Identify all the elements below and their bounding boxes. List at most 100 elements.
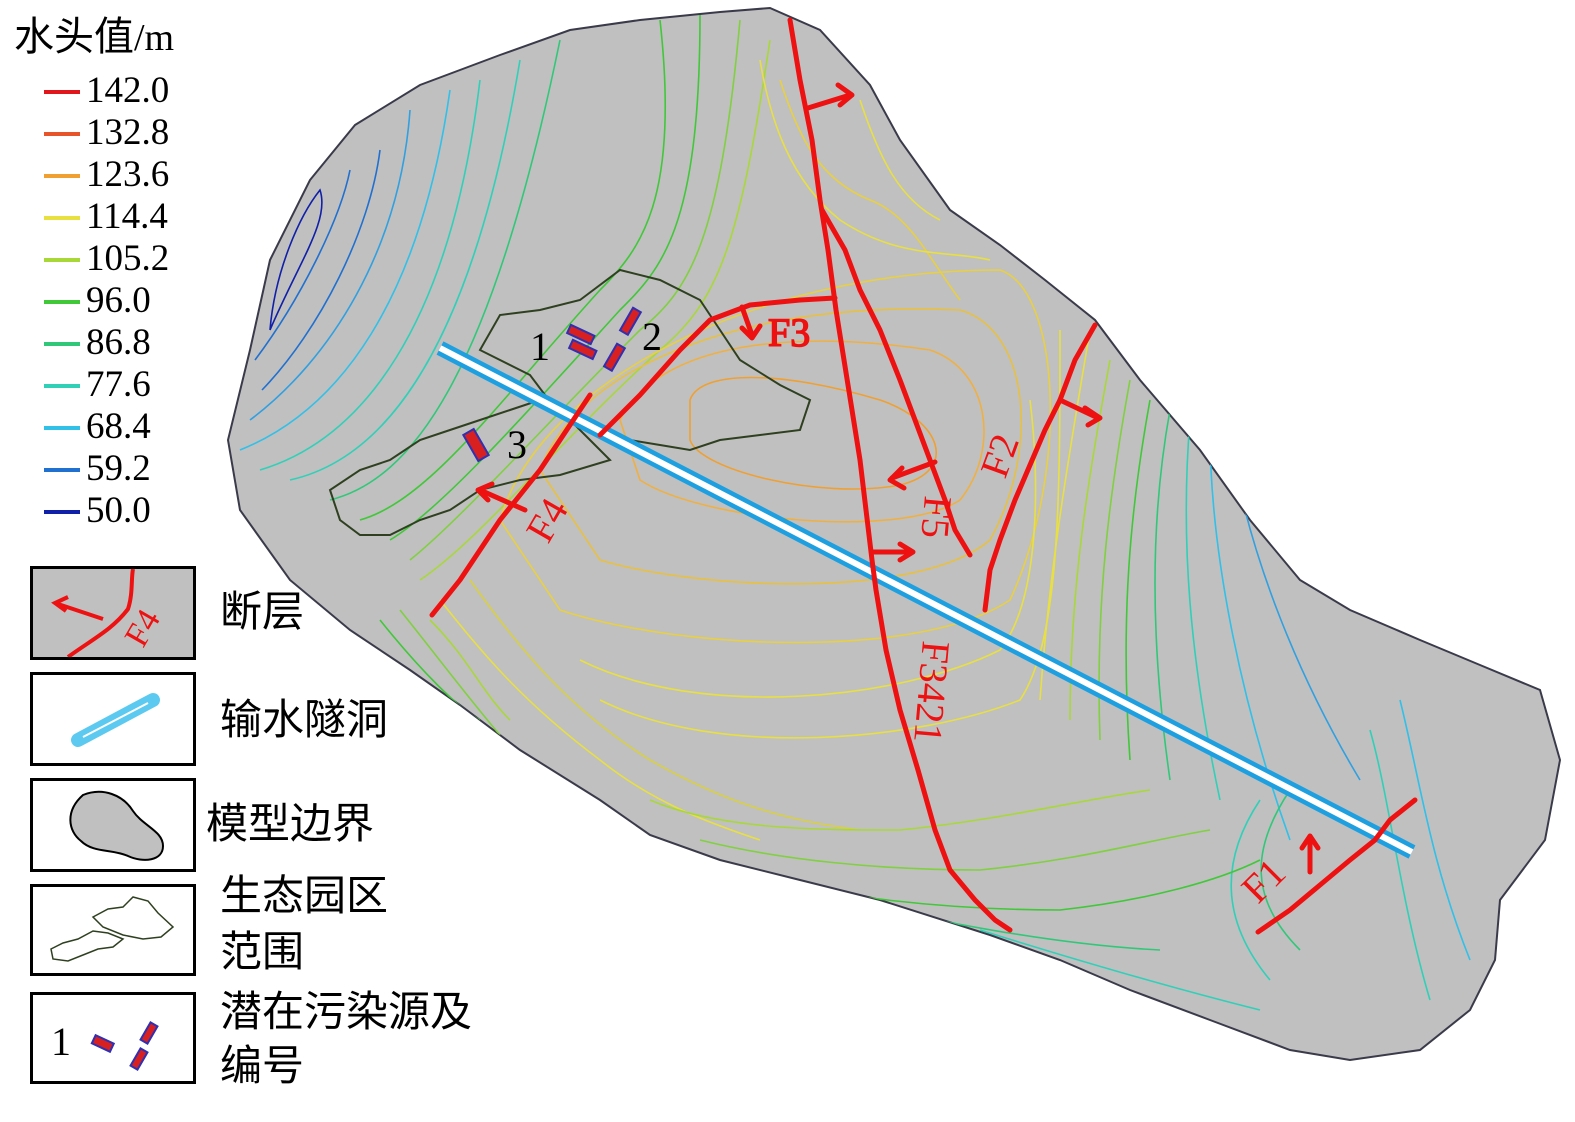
contour-line <box>979 929 1261 1011</box>
svg-text:1: 1 <box>51 1019 71 1064</box>
scale-value: 96.0 <box>86 280 151 321</box>
fault-f3 <box>597 295 838 438</box>
scale-value: 142.0 <box>86 70 170 111</box>
contour-line <box>1039 329 1091 701</box>
contour-line <box>409 19 741 561</box>
pollution-source-3 <box>461 427 491 463</box>
scale-entry: 96.0 <box>40 280 210 322</box>
contour-line <box>389 14 701 541</box>
contour-line <box>1069 359 1111 721</box>
contour-line <box>261 149 381 391</box>
contour-line <box>254 169 351 361</box>
tunnel-symbol-icon <box>71 693 160 747</box>
pollution-source-1 <box>565 323 596 346</box>
scale-entry: 142.0 <box>40 70 210 112</box>
scale-entry: 114.4 <box>40 196 210 238</box>
fault-label: F5 <box>912 494 961 540</box>
contour-line <box>399 609 501 736</box>
fault-f4 <box>429 392 593 618</box>
head-contours <box>239 14 1471 1011</box>
scale-swatch <box>44 468 80 472</box>
scale-value: 105.2 <box>86 238 170 279</box>
contour-line <box>599 329 1061 739</box>
contour-line <box>259 79 481 471</box>
svg-text:2: 2 <box>642 314 662 359</box>
contour-line <box>289 59 521 481</box>
scale-value: 77.6 <box>86 364 151 405</box>
scale-swatch <box>44 384 80 388</box>
contour-line <box>579 399 1037 698</box>
scale-value: 68.4 <box>86 406 151 447</box>
scale-swatch <box>44 132 80 136</box>
legend-park-label-line1: 生态园区 <box>220 871 389 920</box>
contour-line <box>329 39 561 501</box>
contour-line <box>1399 699 1471 961</box>
fault-label: F3421 <box>905 639 959 745</box>
legend-park-label-line2: 范围 <box>220 927 305 976</box>
pollution-source-2 <box>618 306 643 337</box>
scale-value: 123.6 <box>86 154 170 195</box>
pollution-sources <box>461 306 643 463</box>
scale-entry: 77.6 <box>40 364 210 406</box>
legend-fault-label: 断层 <box>220 587 305 636</box>
scale-value: 86.8 <box>86 322 151 363</box>
svg-text:3: 3 <box>507 422 527 467</box>
scale-swatch <box>44 258 80 262</box>
contour-line <box>699 829 1211 871</box>
scale-entry: 132.8 <box>40 112 210 154</box>
contour-line <box>759 59 991 261</box>
svg-text:1: 1 <box>530 324 550 369</box>
pollution-source-symbol-icon: 1 <box>51 1019 159 1072</box>
contour-line <box>689 376 938 490</box>
scale-swatch <box>44 342 80 346</box>
contour-line <box>499 269 1052 644</box>
legend-tunnel-label: 输水隧洞 <box>220 695 389 744</box>
model-domain <box>226 6 1562 1062</box>
legend-pollution-box: 1 <box>30 992 196 1084</box>
contour-line <box>1369 729 1431 1001</box>
fault-symbol-icon: F4 <box>51 568 168 659</box>
scale-entry: 123.6 <box>40 154 210 196</box>
contour-line <box>1260 789 1301 951</box>
scale-swatch <box>44 174 80 178</box>
legend-boundary-box <box>30 778 196 872</box>
scale-value: 50.0 <box>86 490 151 531</box>
scale-entry: 68.4 <box>40 406 210 448</box>
faults <box>429 17 1418 935</box>
fault-f2 <box>982 322 1098 613</box>
contour-line <box>439 599 761 841</box>
contour-line <box>249 109 411 421</box>
park-area-symbol-icon <box>50 896 175 962</box>
scale-swatch <box>44 426 80 430</box>
legend-boundary-label: 模型边界 <box>206 799 375 848</box>
contour-line <box>859 99 941 221</box>
legend-park-box <box>30 884 196 976</box>
scale-swatch <box>44 510 80 514</box>
contour-line <box>649 789 1151 831</box>
contour-line <box>269 188 323 331</box>
scale-entry: 105.2 <box>40 238 210 280</box>
scale-value: 132.8 <box>86 112 170 153</box>
legend-pollution-label-line1: 潜在污染源及 <box>220 987 473 1036</box>
contour-line <box>469 579 861 831</box>
scale-entry: 59.2 <box>40 448 210 490</box>
fault-f1 <box>1255 797 1418 935</box>
contour-line <box>539 308 1022 585</box>
scale-entry: 50.0 <box>40 490 210 532</box>
contour-line <box>239 89 451 451</box>
legend-fault-box: F4 <box>30 566 196 660</box>
contour-line <box>429 619 511 721</box>
scale-swatch <box>44 300 80 304</box>
legend-title: 水头值/m <box>14 14 175 60</box>
contour-line <box>1230 799 1271 981</box>
pollution-source-numbers: 1 2 3 <box>507 314 662 467</box>
model-boundary-symbol-icon <box>69 790 165 861</box>
scale-value: 114.4 <box>86 196 168 237</box>
pollution-source-2 <box>602 342 627 373</box>
legend-tunnel-box <box>30 672 196 766</box>
fault-label: F3 <box>768 310 810 355</box>
scale-entry: 86.8 <box>40 322 210 364</box>
scale-value: 59.2 <box>86 448 151 489</box>
scale-swatch <box>44 90 80 94</box>
